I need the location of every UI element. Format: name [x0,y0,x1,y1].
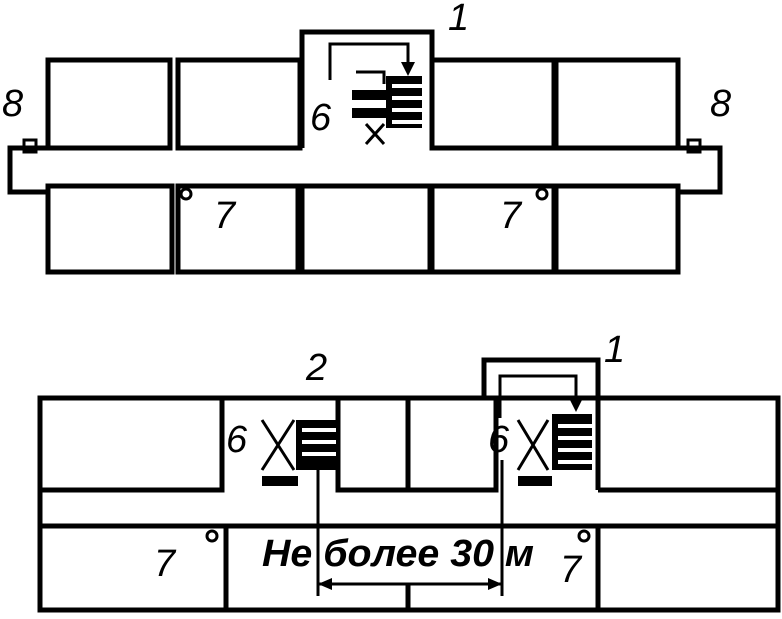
label-end-8-left: 8 [2,83,23,125]
bottom-floor-plan: 1 2 6 6 7 7 Не более 30 м [37,329,781,613]
fire-cabinet-icon [686,138,702,154]
top-floor-plan: 1 6 7 7 8 8 [2,0,731,275]
stair-arrow-bottom [498,374,578,418]
fire-hydrant-icon [205,529,219,543]
stair-block-2 [260,419,336,486]
label-cabinet-7-bottom-left: 7 [154,543,177,585]
label-elevator-6-top: 6 [310,97,332,139]
label-elevator-6-right: 6 [488,419,510,461]
label-cabinet-7-top-right: 7 [500,195,523,237]
stair-arrow-top [328,42,410,80]
fire-cabinet-icon [22,138,38,154]
label-stair-2: 2 [305,347,327,389]
fire-hydrant-icon [577,529,591,543]
stair-block-top [352,70,422,146]
label-elevator-6-left: 6 [226,419,248,461]
stair-block-1-bottom [516,414,592,486]
distance-dimension [316,460,504,596]
label-cabinet-7-top-left: 7 [214,195,237,237]
label-end-8-right: 8 [710,83,731,125]
label-stair-1-top: 1 [448,0,469,39]
fire-hydrant-icon [535,187,549,201]
label-cabinet-7-bottom-right: 7 [560,549,583,591]
fire-hydrant-icon [179,187,193,201]
distance-label: Не более 30 м [262,533,534,575]
label-stair-1-bottom: 1 [604,329,625,371]
